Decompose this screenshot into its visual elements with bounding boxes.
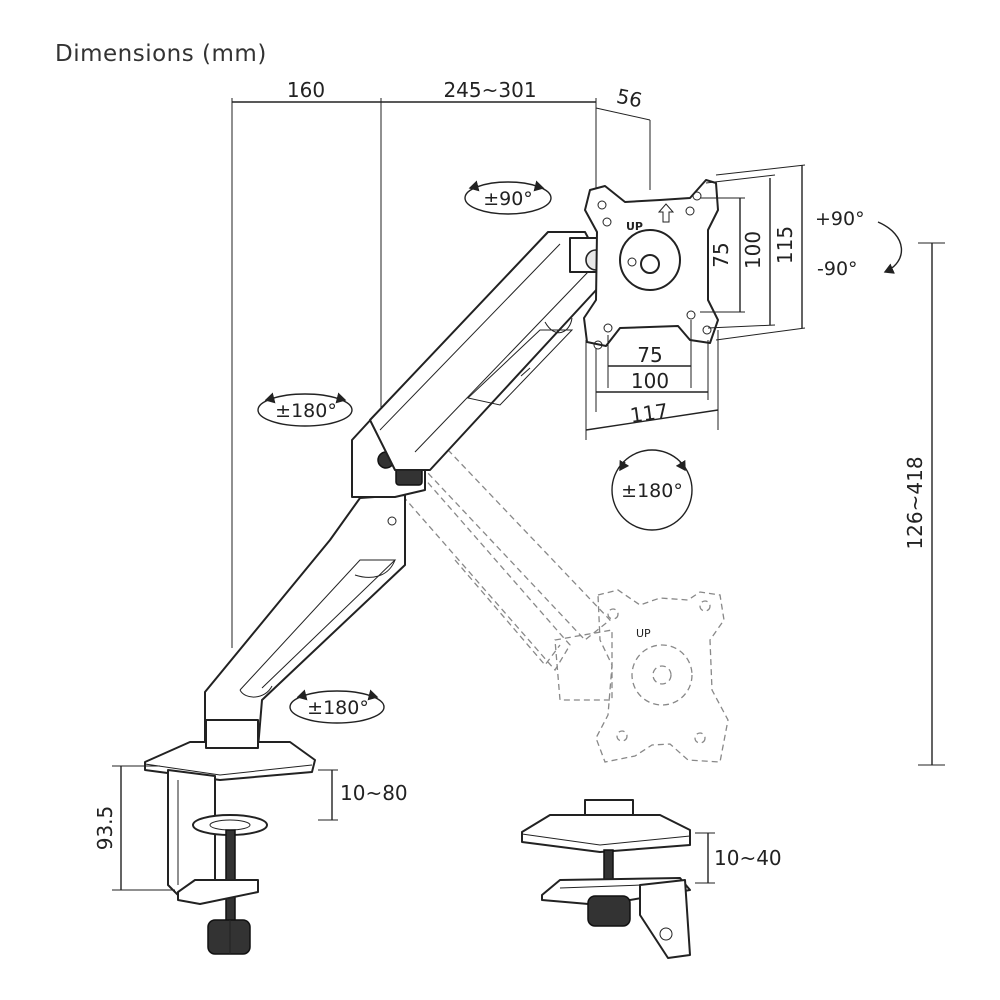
- dim-vesa-v-100: 100: [741, 231, 765, 269]
- dim-height-range: 126~418: [903, 456, 927, 549]
- grommet-range-dimension: [695, 832, 715, 884]
- plate-up-label: UP: [626, 220, 643, 233]
- dim-arm-reach-2: 245~301: [443, 78, 536, 102]
- height-range-dimension: [918, 242, 945, 766]
- ghost-lowered-arm: UP: [376, 407, 729, 763]
- svg-text:UP: UP: [636, 627, 651, 640]
- rotation-badge-top: [464, 180, 552, 215]
- dim-plate-width: 117: [628, 399, 669, 428]
- dim-vesa-h-100: 100: [631, 369, 669, 393]
- vesa-horizontal-dimensions: [585, 320, 719, 440]
- rotation-badge-plate: [611, 449, 693, 531]
- dim-grommet-range: 10~40: [714, 846, 782, 870]
- grommet-base: [521, 799, 691, 959]
- tilt-rotation-indicator: [877, 221, 903, 274]
- clamp-range-dimension: [318, 769, 338, 821]
- dim-arm-reach-1: 160: [287, 78, 325, 102]
- vesa-plate: UP: [583, 179, 719, 350]
- vesa-vertical-dimensions: [700, 164, 806, 341]
- clamp-height-dimension: [112, 765, 175, 891]
- dim-clamp-range: 10~80: [340, 781, 408, 805]
- dim-vesa-h-75: 75: [637, 343, 662, 367]
- rotation-badge-base: [289, 689, 385, 724]
- upper-arm: [369, 231, 607, 471]
- dim-vesa-v-75: 75: [709, 242, 733, 267]
- dim-depth: 56: [615, 84, 645, 113]
- page-title: Dimensions (mm): [55, 41, 267, 67]
- dim-plate-height: 115: [773, 226, 797, 264]
- rotation-label-plate: ±180°: [621, 480, 683, 502]
- tilt-minus-label: -90°: [817, 258, 858, 280]
- rotation-label-upper-joint: ±180°: [275, 400, 337, 422]
- rotation-badge-upper-joint: [257, 392, 353, 427]
- desk-clamp-base: [144, 719, 316, 955]
- rotation-label-base: ±180°: [307, 697, 369, 719]
- rotation-label-top: ±90°: [483, 188, 533, 210]
- tilt-plus-label: +90°: [815, 208, 865, 230]
- top-dimension-lines: [231, 98, 651, 648]
- dim-clamp-height: 93.5: [93, 806, 117, 851]
